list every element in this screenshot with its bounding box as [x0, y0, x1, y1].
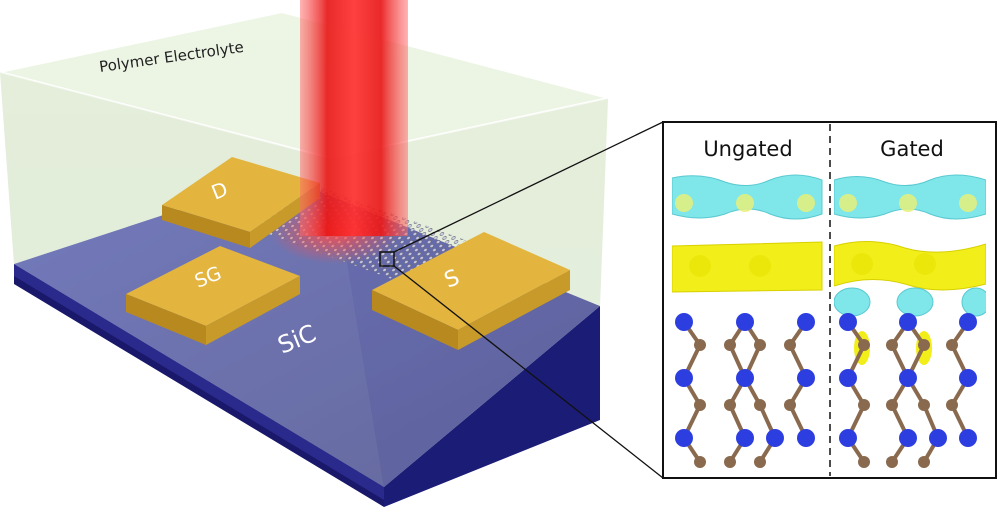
source-electrode — [372, 232, 570, 350]
side-gate-electrode — [126, 246, 300, 345]
gated-title: Gated — [880, 137, 944, 161]
zoom-line-top — [393, 121, 664, 253]
substrate-front-face — [384, 306, 600, 507]
substrate-side-strip — [14, 264, 384, 500]
laser-beam — [300, 0, 408, 236]
ungated-structure — [672, 174, 823, 468]
ungated-title: Ungated — [703, 137, 792, 161]
gated-structure — [834, 174, 986, 468]
zoom-box — [379, 251, 395, 267]
zoom-line-bottom — [393, 265, 664, 479]
